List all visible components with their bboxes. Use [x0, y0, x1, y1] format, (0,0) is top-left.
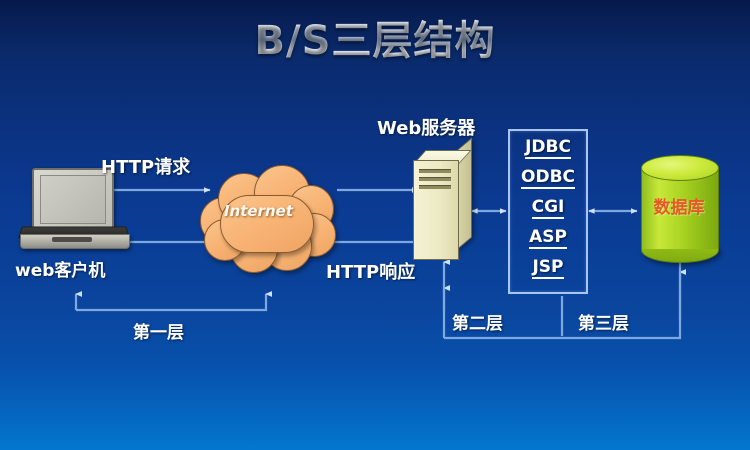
middleware-item-odbc[interactable]: ODBC [521, 167, 575, 189]
middleware-item-jdbc[interactable]: JDBC [525, 137, 571, 159]
middleware-box: JDBC ODBC CGI ASP JSP [508, 129, 588, 294]
laptop-touchpad [52, 237, 92, 242]
tier-label-1: 第一层 [133, 323, 184, 343]
middleware-item-cgi[interactable]: CGI [531, 197, 565, 219]
client-laptop-icon [18, 168, 130, 253]
internet-cloud-icon: Internet [196, 163, 338, 275]
database-label: 数据库 [653, 198, 705, 218]
tier1-bracket-body [76, 291, 272, 312]
page-title: B/S三层结构 [0, 8, 750, 66]
tier-label-3: 第三层 [578, 314, 629, 334]
database-top-ellipse [641, 155, 719, 181]
server-front-panel [413, 160, 459, 260]
internet-label: Internet [224, 202, 294, 220]
laptop-screen [40, 175, 106, 224]
laptop-lid [32, 168, 114, 232]
http-request-label: HTTP请求 [101, 157, 191, 178]
database-icon: 数据库 [641, 155, 719, 263]
web-server-label: Web服务器 [377, 118, 476, 139]
http-response-label: HTTP响应 [326, 262, 416, 283]
middleware-item-jsp[interactable]: JSP [532, 257, 564, 279]
middleware-item-asp[interactable]: ASP [529, 227, 567, 249]
web-server-icon [413, 137, 475, 260]
client-label: web客户机 [15, 261, 106, 281]
tier-label-2: 第二层 [452, 314, 503, 334]
